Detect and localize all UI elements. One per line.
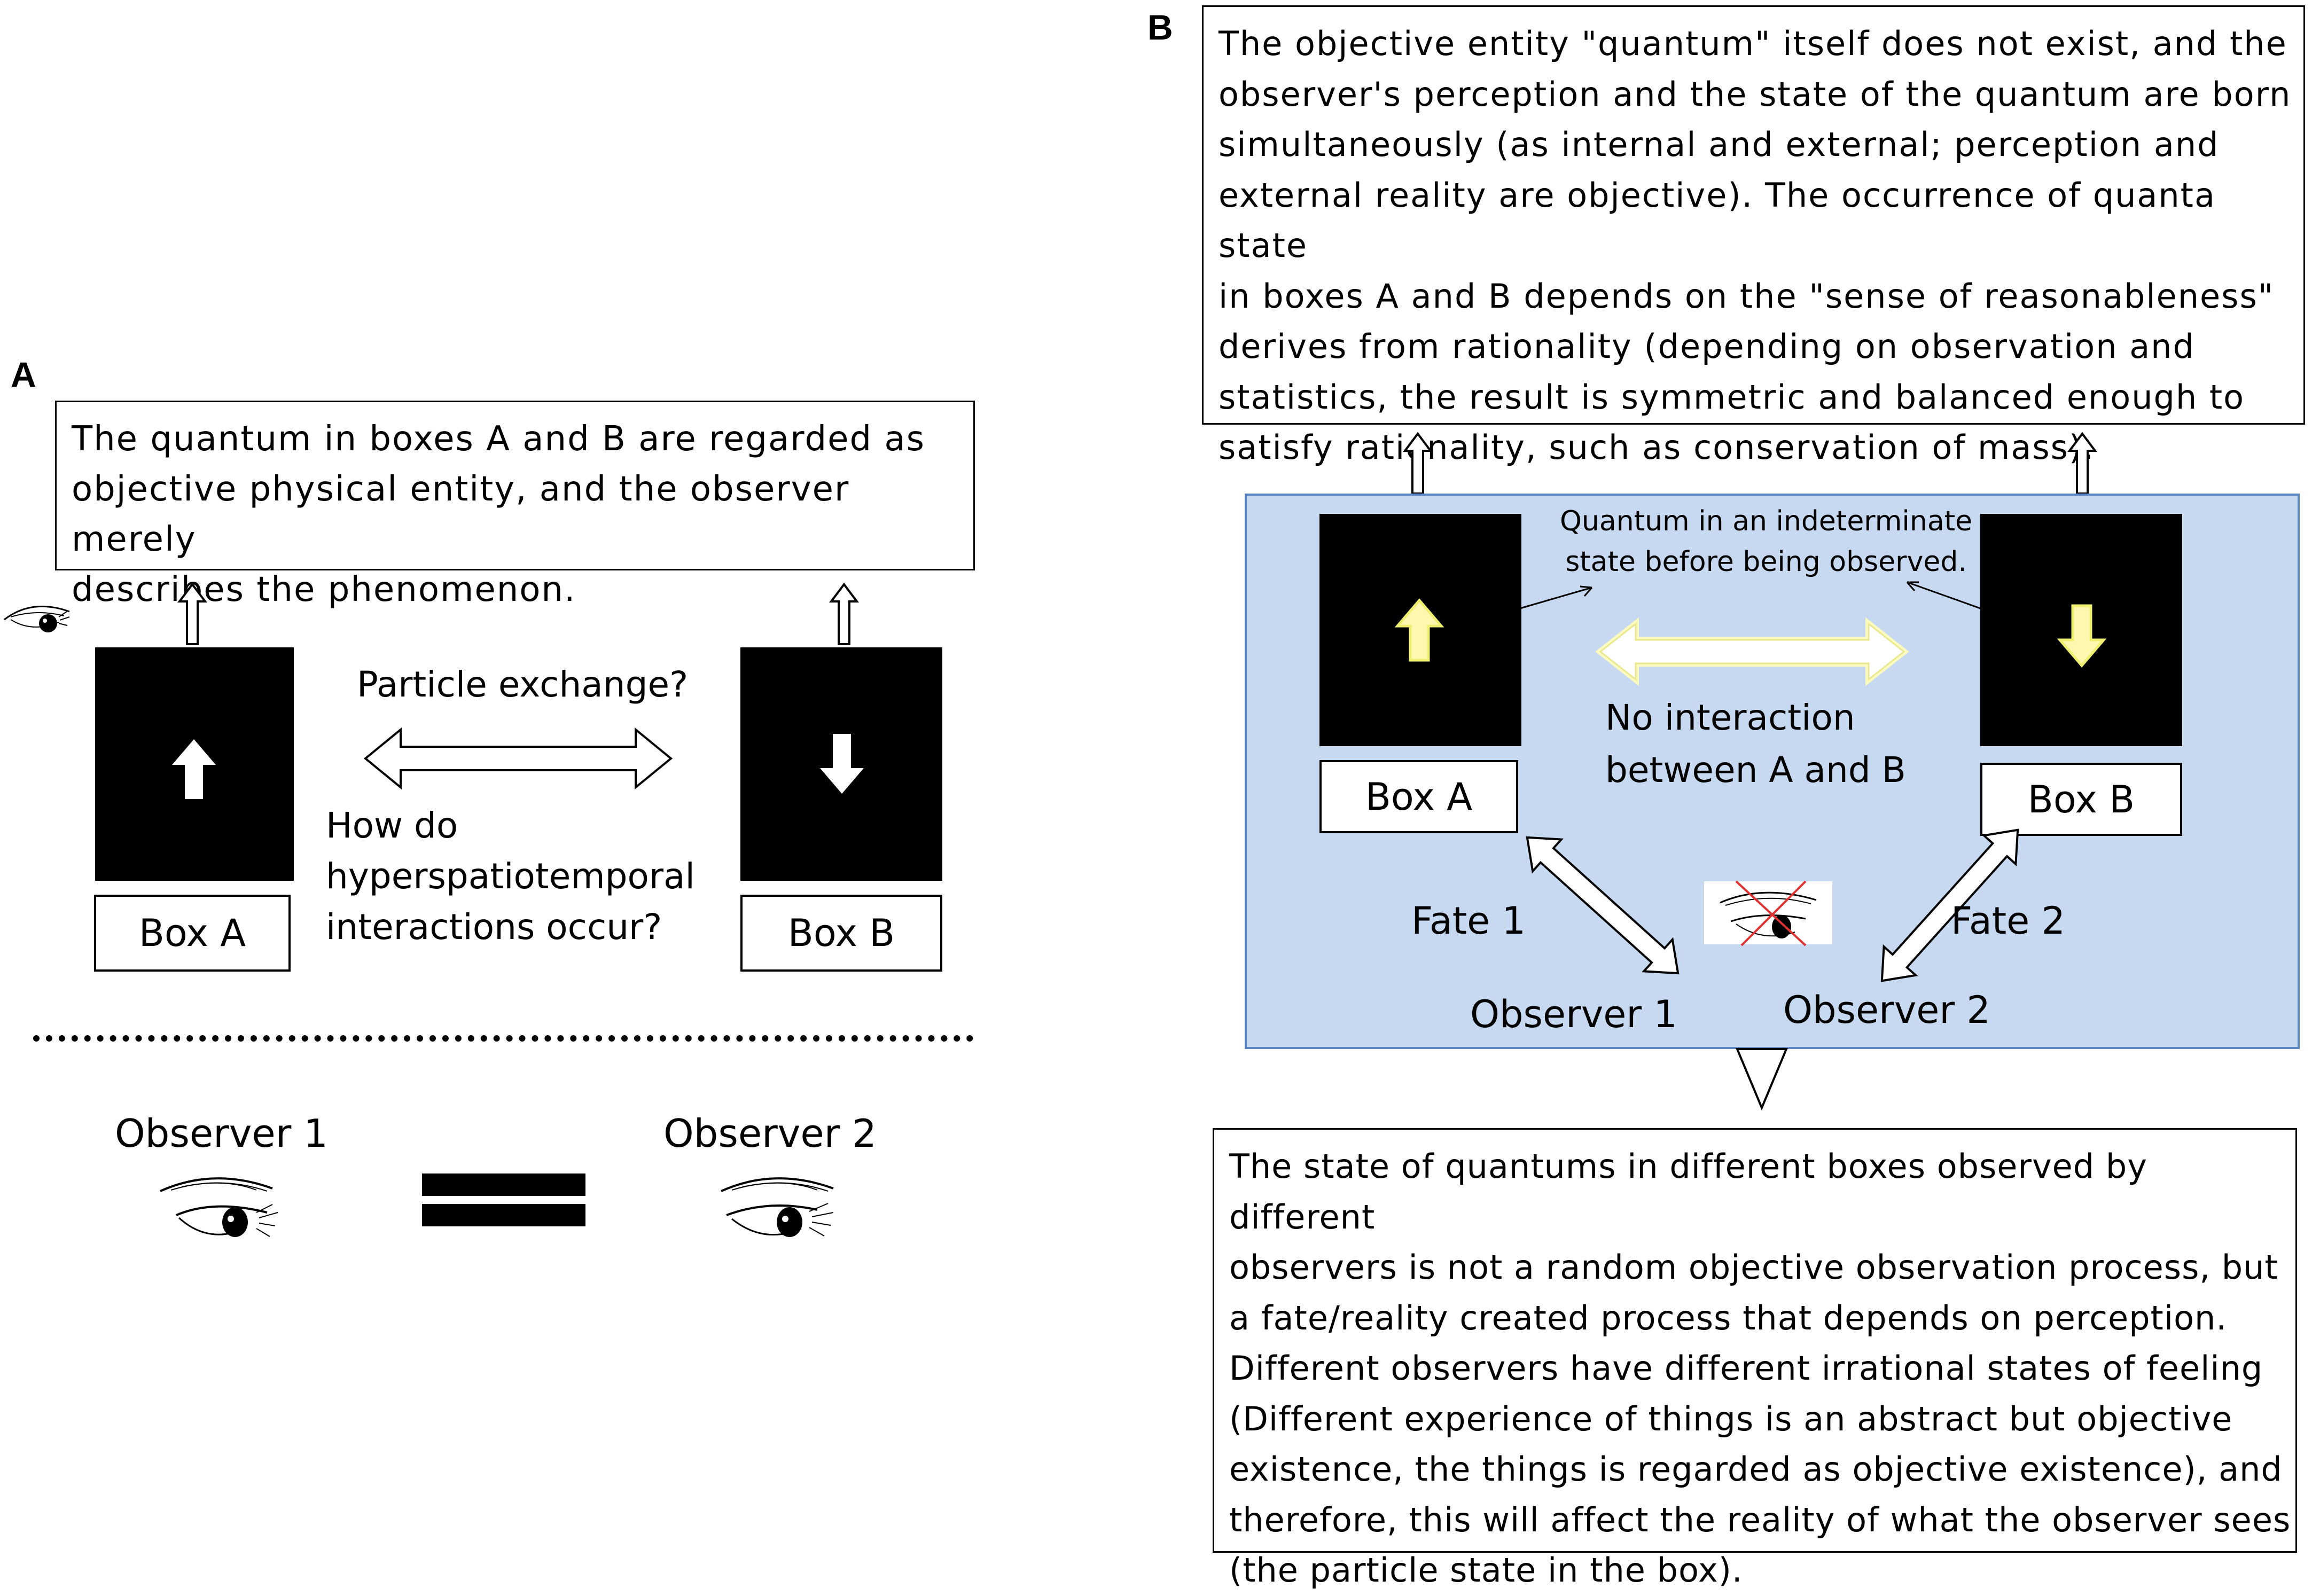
box-a-label: Box A <box>94 895 291 972</box>
no-interaction-label: No interaction between A and B <box>1605 697 1906 791</box>
box-b-label: Box B <box>740 895 942 972</box>
observer-1-b-label: Observer 1 <box>1470 992 1677 1036</box>
down-triangle-icon <box>1735 1048 1788 1111</box>
fate-1-label: Fate 1 <box>1411 899 1526 943</box>
indeterminate-note: Quantum in an indeterminate state before… <box>1560 505 1973 578</box>
arrow-down-icon <box>820 734 864 794</box>
observer-2-label: Observer 2 <box>663 1111 877 1156</box>
up-arrow-b-right-icon <box>2067 432 2097 495</box>
panel-b-bottom-text: The state of quantums in different boxes… <box>1213 1128 2297 1590</box>
small-eye-icon <box>4 605 70 632</box>
glowing-up-arrow-icon <box>1394 598 1444 662</box>
particle-exchange-label: Particle exchange? <box>357 664 689 705</box>
up-arrow-b-left-icon <box>1403 432 1433 495</box>
crossed-eye-icon <box>1720 880 1817 946</box>
observer-1-eye-icon <box>160 1177 278 1237</box>
up-arrow-a-icon <box>177 582 207 645</box>
equals-bottom-bar <box>422 1204 585 1226</box>
pointer-line-right <box>1906 581 1982 610</box>
observer-1-label: Observer 1 <box>115 1111 328 1156</box>
double-arrow-icon <box>363 727 673 790</box>
observer-2-b-label: Observer 2 <box>1783 988 1990 1032</box>
panel-b-letter: B <box>1147 7 1173 47</box>
glowing-down-arrow-icon <box>2057 604 2107 668</box>
fate-2-label: Fate 2 <box>1951 899 2066 943</box>
fate-2-double-arrow-icon <box>1880 828 2019 982</box>
box-a-b-label: Box A <box>1319 760 1518 833</box>
panel-a-letter: A <box>11 355 36 394</box>
panel-b-top-text: The objective entity "quantum" itself do… <box>1202 5 2305 467</box>
box-b-b-label: Box B <box>1980 763 2182 836</box>
arrow-up-icon <box>172 739 216 799</box>
observer-2-eye-icon <box>721 1177 834 1237</box>
no-interaction-double-arrow-icon <box>1595 617 1909 686</box>
dotted-divider <box>33 1035 973 1042</box>
up-arrow-b-icon <box>829 582 859 645</box>
pointer-lines <box>1518 585 1982 610</box>
fate-1-double-arrow-icon <box>1526 836 1680 975</box>
panel-a-description: The quantum in boxes A and B are regarde… <box>55 401 975 609</box>
equals-top-bar <box>422 1173 585 1196</box>
hyperspatiotemporal-question: How do hyperspatiotemporal interactions … <box>326 805 695 948</box>
